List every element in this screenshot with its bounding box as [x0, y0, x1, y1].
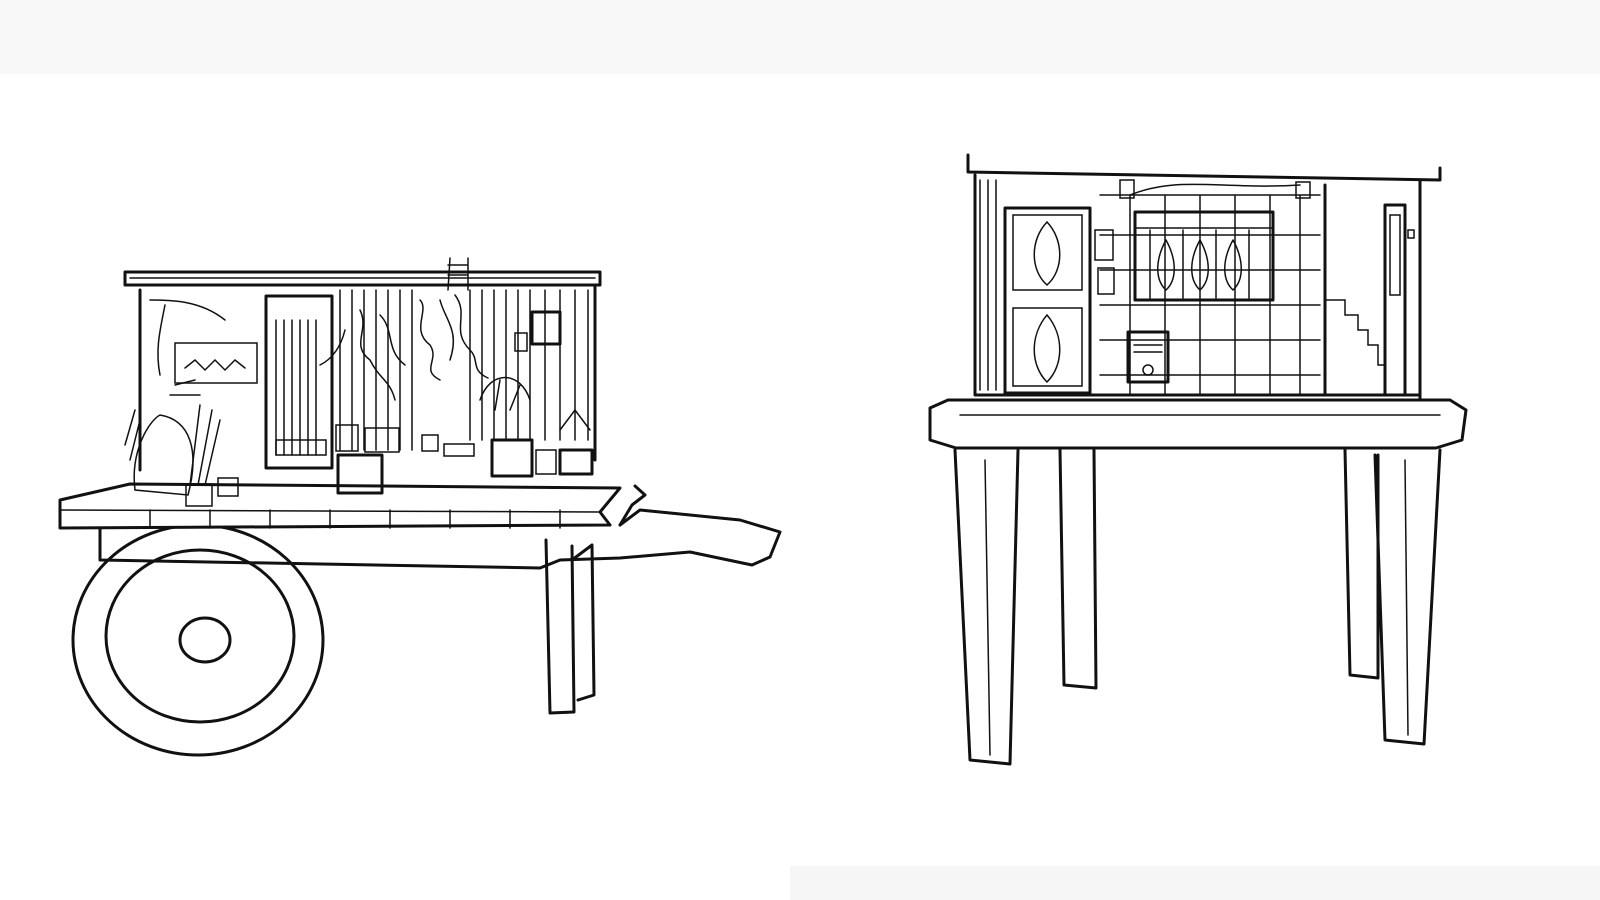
table-house-drawing [928, 153, 1468, 766]
cart-house-drawing [58, 257, 782, 757]
bottom-band [790, 866, 1600, 900]
mailbox-icon [1126, 330, 1170, 384]
top-band [0, 0, 1600, 74]
